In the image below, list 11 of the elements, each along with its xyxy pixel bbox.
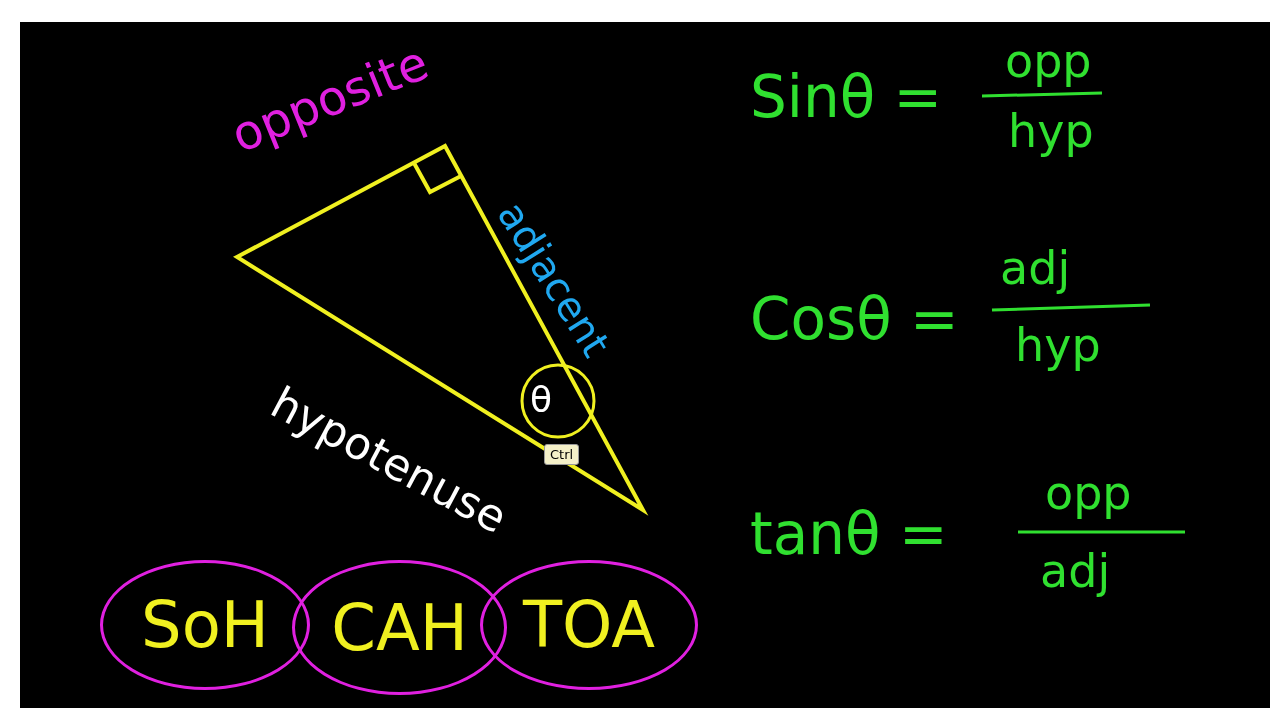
formula-text: Cosθ = (750, 290, 959, 348)
mnemonic-ellipse (100, 560, 310, 690)
mnemonic-text: TOA (522, 588, 656, 662)
key-tooltip: Ctrl (544, 444, 580, 465)
mnemonic-text: SoH (141, 588, 269, 662)
formula-text: Sinθ = (750, 68, 943, 126)
mnemonic-ellipse (292, 560, 507, 695)
mnemonic-text: CAH (331, 590, 468, 665)
formula-text: tanθ = (750, 505, 948, 563)
mnemonic-ellipse (480, 560, 698, 690)
angle-symbol: θ (530, 382, 553, 418)
